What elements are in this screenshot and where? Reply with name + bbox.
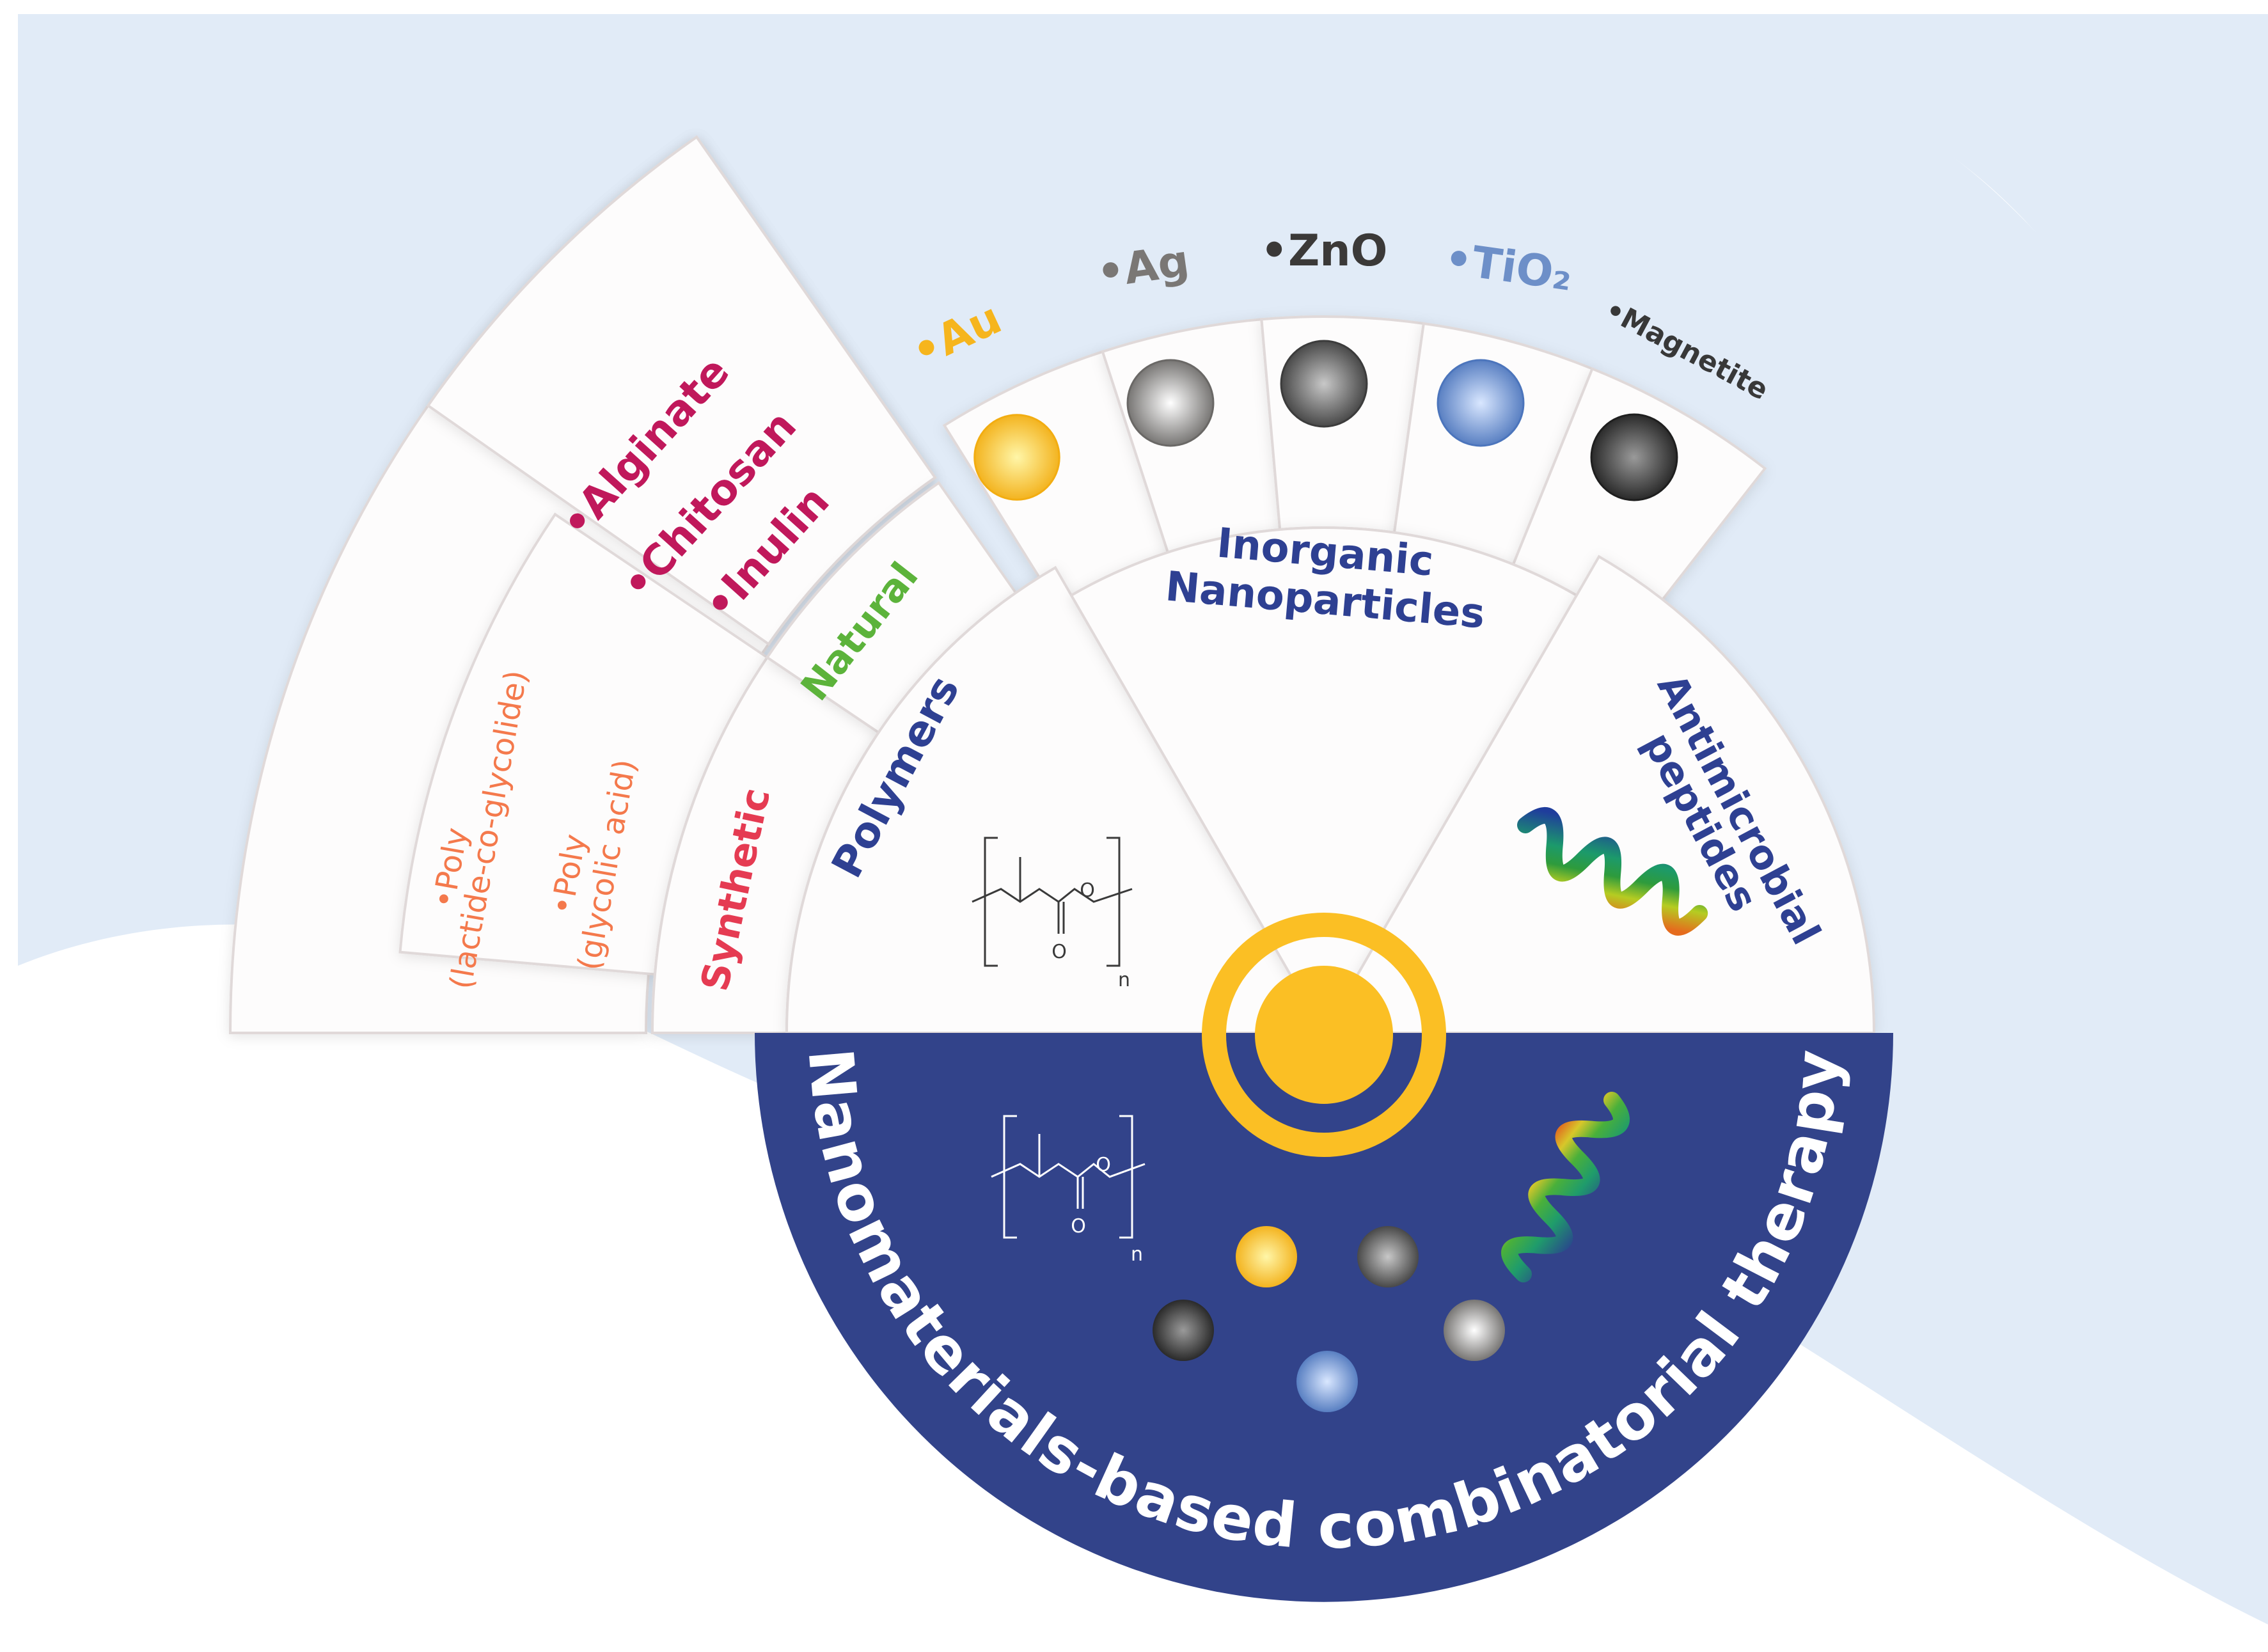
background-wave — [18, 13, 2268, 409]
nanoparticle-icon — [1357, 1226, 1419, 1287]
nanoparticle-icon — [1153, 1300, 1214, 1361]
gold-ring-icon — [1202, 913, 1446, 1157]
nanoparticle-sphere-4 — [1590, 413, 1678, 501]
nanoparticle-label-2: •ZnO — [1261, 226, 1388, 276]
nanoparticle-row: •Au•Ag•ZnO•TiO₂•Magnetite — [904, 226, 1774, 501]
nanoparticle-icon — [1236, 1226, 1297, 1287]
helix-peptide-icon-bottom — [1501, 1092, 1630, 1283]
nanoparticle-icon — [1444, 1300, 1505, 1361]
sector-natural-items-base — [426, 135, 937, 646]
nanoparticle-sphere-3 — [1437, 359, 1525, 447]
repeat-subscript: n — [1118, 969, 1130, 991]
nanoparticle-sphere-1 — [1126, 359, 1215, 447]
nanoparticle-sphere-2 — [1280, 340, 1368, 428]
outer-sectors — [228, 135, 1876, 1035]
nanoparticle-cluster — [1153, 1226, 1505, 1412]
sector-polymers — [785, 565, 1327, 1034]
polymer-structure-icon: O O n — [972, 837, 1133, 991]
oxygen-label: O — [1051, 941, 1067, 963]
helix-peptide-icon — [1517, 807, 1708, 936]
polymer-structure-icon-bottom: O O n — [991, 1115, 1146, 1266]
repeat-subscript-bottom: n — [1131, 1243, 1143, 1266]
sector-peptides — [1321, 555, 1876, 1034]
oxygen-label-bottom: O — [1071, 1215, 1086, 1238]
nanoparticle-icon — [1296, 1351, 1358, 1412]
sector-inorganic — [1069, 526, 1579, 1035]
oxygen-label-chain-bottom: O — [1096, 1154, 1111, 1176]
nanoparticle-sphere-0 — [973, 414, 1060, 501]
oxygen-label-chain: O — [1080, 879, 1095, 902]
